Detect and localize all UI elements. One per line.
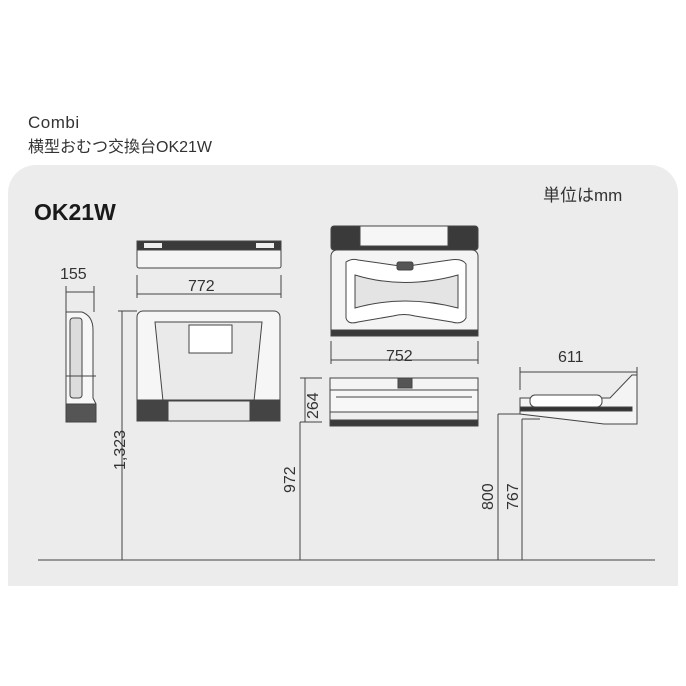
front-view-closed bbox=[118, 310, 281, 560]
side-view-closed bbox=[65, 286, 97, 423]
model-title: OK21W bbox=[34, 199, 116, 225]
open-front-view bbox=[299, 377, 479, 560]
product-name: 横型おむつ交換台OK21W bbox=[28, 139, 213, 156]
open-side-view bbox=[497, 367, 638, 560]
dim-table-height-outer: 800 bbox=[480, 483, 497, 510]
dim-side-open-depth: 611 bbox=[558, 349, 584, 366]
unit-label: 単位はmm bbox=[543, 186, 623, 205]
open-top-view bbox=[330, 225, 479, 364]
dim-table-height-inner: 767 bbox=[505, 483, 522, 510]
dim-total-height: 1,323 bbox=[112, 430, 129, 470]
dim-side-depth: 155 bbox=[60, 266, 87, 283]
dim-mount-height: 972 bbox=[282, 466, 299, 493]
dim-front-width: 772 bbox=[188, 278, 215, 295]
front-top-strip bbox=[136, 240, 282, 298]
dim-open-width: 752 bbox=[386, 348, 413, 365]
dim-open-depth-offset: 264 bbox=[305, 392, 322, 419]
brand-label: Combi bbox=[28, 113, 80, 132]
